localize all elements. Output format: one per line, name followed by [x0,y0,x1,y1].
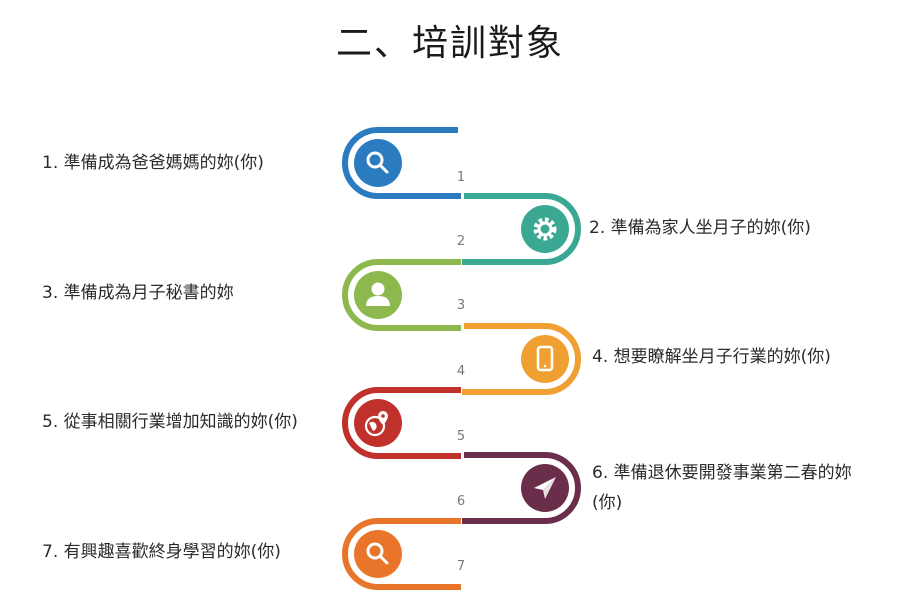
step-6-label: 6. 準備退休要開發事業第二春的妳(你) [592,463,852,513]
step-4-number: 4 [457,364,465,379]
gear-icon [533,217,557,241]
step-3-connector [342,259,461,331]
phone-icon [536,345,554,372]
paper-plane-icon [534,477,556,499]
user-icon [366,282,390,306]
step-2-number: 2 [457,234,465,249]
step-1: 1 [342,127,465,199]
step-7-number: 7 [457,559,465,574]
step-5-connector [342,387,461,459]
step-5-number: 5 [457,429,465,444]
step-4-connector [462,323,581,395]
step-7-label: 7. 有興趣喜歡終身學習的妳(你) [42,542,281,562]
search-icon [366,151,389,174]
step-1-badge [354,139,402,187]
step-7-connector [342,518,461,590]
step-1-number: 1 [457,170,465,185]
step-6-connector [462,452,581,524]
page-title: 二、培訓對象 [335,23,564,64]
step-3-number: 3 [457,298,465,313]
step-6-number: 6 [457,494,465,509]
step-3: 3 [342,259,465,331]
step-5-label: 5. 從事相關行業增加知識的妳(你) [42,412,298,432]
step-6: 6 [457,452,581,524]
step-2-badge [521,205,569,253]
step-4-badge [521,335,569,383]
step-4: 4 [457,323,581,395]
step-1-label: 1. 準備成為爸爸媽媽的妳(你) [42,153,264,173]
step-2: 2 [457,193,581,265]
step-4-label: 4. 想要瞭解坐月子行業的妳(你) [592,347,831,367]
step-7: 7 [342,518,465,590]
globe-location-icon [364,411,388,437]
step-3-label: 3. 準備成為月子秘書的妳 [42,283,234,303]
step-5-badge [354,399,402,447]
search-icon [366,542,389,565]
step-2-connector [462,193,581,265]
step-2-label: 2. 準備為家人坐月子的妳(你) [589,218,811,238]
step-1-connector [342,127,461,199]
step-7-badge [354,530,402,578]
step-5: 5 [342,387,465,459]
